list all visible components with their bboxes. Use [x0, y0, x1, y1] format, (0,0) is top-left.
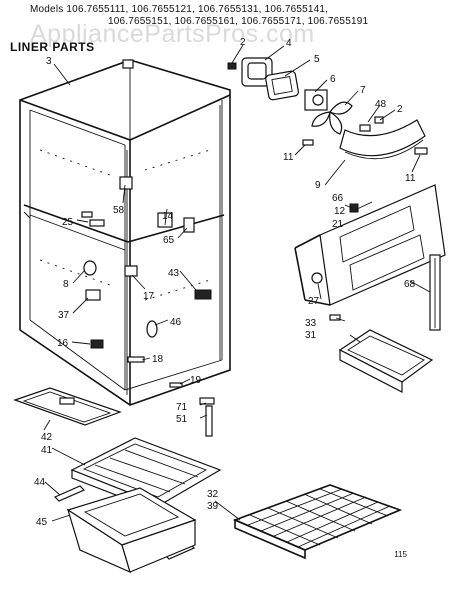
callout-9: 9	[315, 180, 321, 191]
callout-41: 41	[41, 445, 53, 456]
callout-42: 42	[41, 432, 53, 443]
callout-51: 51	[176, 414, 188, 425]
callout-2b: 2	[397, 104, 403, 115]
diagram-title: LINER PARTS	[10, 40, 95, 54]
wire-shelf	[232, 484, 403, 560]
callout-44: 44	[34, 477, 46, 488]
callout-6: 6	[330, 74, 336, 85]
callout-65: 65	[163, 235, 175, 246]
callout-11a: 11	[283, 152, 294, 163]
callout-48: 48	[375, 99, 387, 110]
callout-16: 16	[57, 338, 69, 349]
callout-17: 17	[143, 291, 155, 302]
callout-2: 2	[240, 37, 246, 48]
callout-43: 43	[168, 268, 180, 279]
callout-58: 58	[113, 205, 125, 216]
callout-7: 7	[360, 85, 366, 96]
callout-11b: 11	[405, 173, 416, 184]
footer-code: 115	[394, 550, 407, 559]
callout-21: 21	[332, 219, 344, 230]
callout-33: 33	[305, 318, 317, 329]
callout-8: 8	[63, 279, 69, 290]
callout-37: 37	[58, 310, 70, 321]
watermark: AppliancePartsPros.com	[30, 20, 315, 48]
models-line-1: Models 106.7655111, 106.7655121, 106.765…	[30, 4, 329, 15]
callout-39: 39	[207, 501, 219, 512]
leader-lines	[43, 44, 431, 522]
callout-32: 32	[207, 489, 219, 500]
drain-parts	[169, 382, 215, 437]
callout-labels: 2 4 5 6 7 48 2 3 11 11 9 66 12 21 58 14 …	[34, 37, 416, 528]
callout-31: 31	[305, 330, 317, 341]
callout-4: 4	[286, 38, 292, 49]
callout-27: 27	[308, 296, 320, 307]
liner-cabinet	[19, 59, 231, 406]
callout-46: 46	[170, 317, 182, 328]
callout-66: 66	[332, 193, 344, 204]
callout-14: 14	[162, 211, 174, 222]
light-and-fan-assembly	[227, 57, 428, 160]
callout-12: 12	[334, 206, 346, 217]
liner-hardware	[81, 59, 212, 363]
callout-18: 18	[152, 354, 164, 365]
evaporator-cover	[294, 184, 446, 331]
callout-68: 68	[404, 279, 416, 290]
callout-3: 3	[46, 56, 52, 67]
control-housing	[338, 329, 434, 393]
callout-19: 19	[190, 375, 202, 386]
drip-tray	[13, 387, 122, 426]
callout-71: 71	[176, 402, 188, 413]
models-line-2: 106.7655151, 106.7655161, 106.7655171, 1…	[108, 16, 369, 27]
callout-25: 25	[62, 217, 74, 228]
callout-45: 45	[36, 517, 48, 528]
callout-5: 5	[314, 54, 320, 65]
crisper-drawer	[66, 487, 197, 574]
